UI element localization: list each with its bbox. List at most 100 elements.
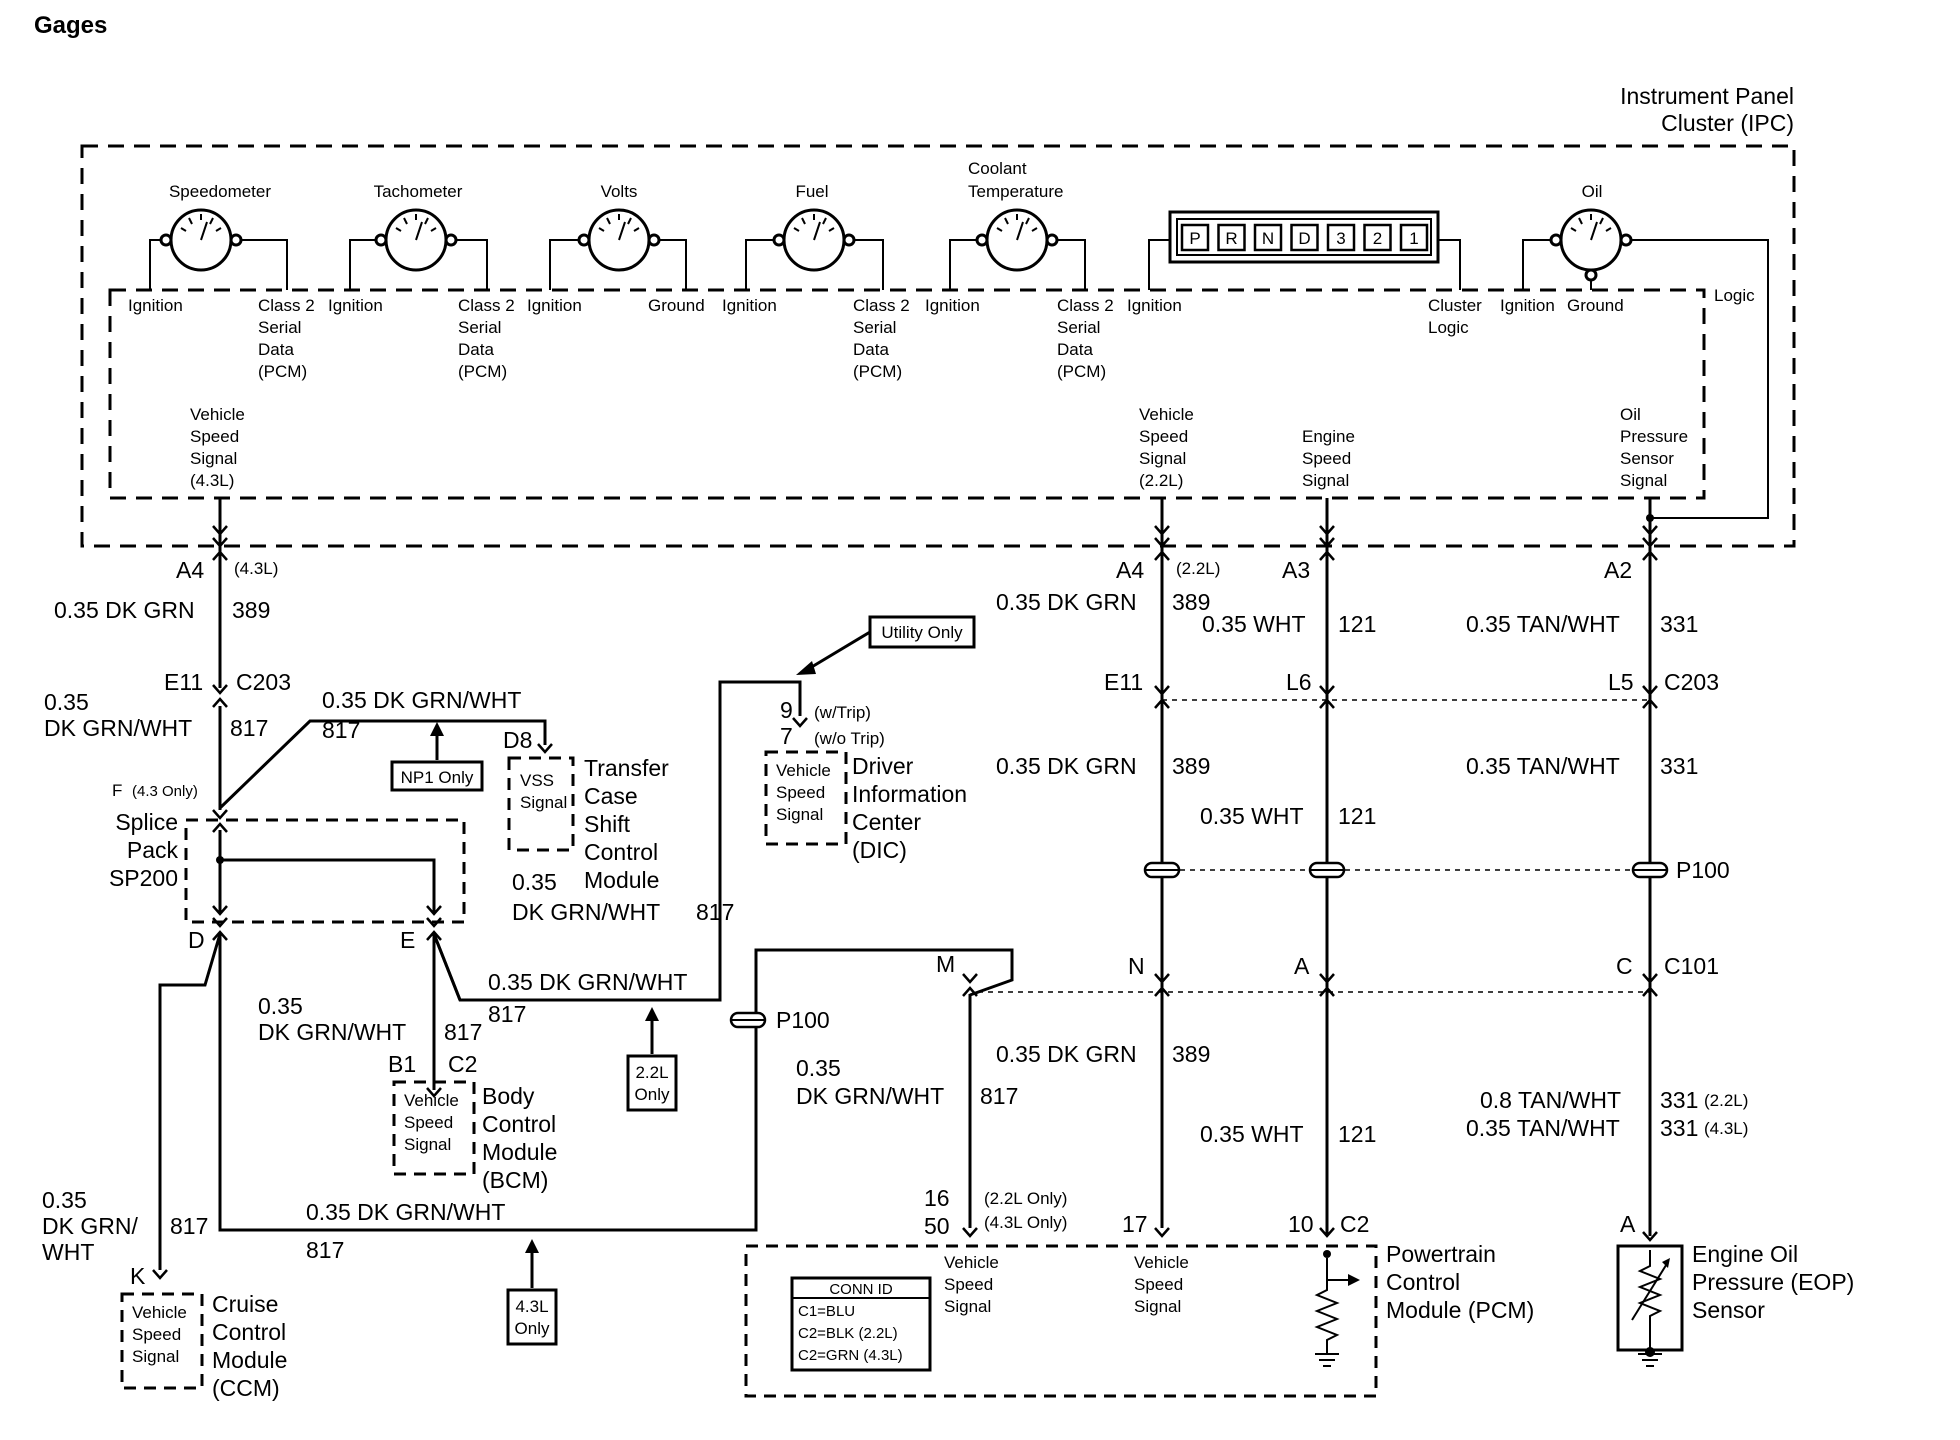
svg-text:Ignition: Ignition [722, 296, 777, 315]
svg-text:(PCM): (PCM) [258, 362, 307, 381]
svg-text:(4.3L): (4.3L) [1704, 1119, 1748, 1138]
svg-text:Pressure (EOP): Pressure (EOP) [1692, 1269, 1854, 1295]
svg-text:Ignition: Ignition [925, 296, 980, 315]
svg-text:Shift: Shift [584, 811, 631, 837]
svg-text:Speedometer: Speedometer [169, 182, 271, 201]
svg-text:331: 331 [1660, 753, 1698, 779]
svg-text:Signal: Signal [404, 1135, 451, 1154]
svg-text:0.35 DK GRN: 0.35 DK GRN [54, 597, 195, 623]
svg-text:D8: D8 [503, 727, 532, 753]
svg-text:389: 389 [1172, 1041, 1210, 1067]
svg-text:331: 331 [1660, 611, 1698, 637]
svg-text:SP200: SP200 [109, 865, 178, 891]
svg-text:WHT: WHT [42, 1239, 94, 1265]
svg-text:817: 817 [488, 1001, 526, 1027]
prndl-cell [1290, 223, 1319, 252]
svg-text:C2=GRN (4.3L): C2=GRN (4.3L) [798, 1347, 903, 1364]
svg-text:0.35: 0.35 [42, 1187, 87, 1213]
svg-text:Utility Only: Utility Only [881, 623, 963, 642]
svg-text:Control: Control [584, 839, 658, 865]
svg-text:N: N [1128, 953, 1145, 979]
svg-text:0.35: 0.35 [258, 993, 303, 1019]
svg-text:C101: C101 [1664, 953, 1719, 979]
svg-text:Class 2: Class 2 [1057, 296, 1114, 315]
svg-text:0.35 DK GRN/WHT: 0.35 DK GRN/WHT [306, 1199, 505, 1225]
svg-text:0.35 DK GRN/WHT: 0.35 DK GRN/WHT [488, 969, 687, 995]
svg-text:F: F [112, 781, 122, 800]
svg-text:C1=BLU: C1=BLU [798, 1303, 855, 1320]
prndl-letter: P [1189, 229, 1200, 248]
svg-text:817: 817 [980, 1083, 1018, 1109]
svg-text:Ignition: Ignition [527, 296, 582, 315]
svg-text:Control: Control [1386, 1269, 1460, 1295]
svg-text:Coolant: Coolant [968, 159, 1027, 178]
svg-text:817: 817 [322, 717, 360, 743]
svg-text:Only: Only [635, 1085, 670, 1104]
svg-text:Serial: Serial [1057, 318, 1100, 337]
svg-text:Module (PCM): Module (PCM) [1386, 1297, 1534, 1323]
svg-text:Module: Module [584, 867, 659, 893]
svg-text:(2.2L): (2.2L) [1139, 471, 1183, 490]
right-circuits: A4 (2.2L) A3 A2 0.35 DK GRN 389 0.35 WHT… [978, 498, 1748, 1236]
svg-text:C2: C2 [448, 1051, 477, 1077]
svg-text:Powertrain: Powertrain [1386, 1241, 1496, 1267]
svg-text:DK GRN/WHT: DK GRN/WHT [512, 899, 660, 925]
svg-text:10: 10 [1288, 1211, 1314, 1237]
svg-text:Tachometer: Tachometer [374, 182, 463, 201]
svg-text:NP1 Only: NP1 Only [401, 768, 474, 787]
svg-text:(2.2L Only): (2.2L Only) [984, 1189, 1067, 1208]
svg-text:(CCM): (CCM) [212, 1375, 280, 1401]
svg-text:DK GRN/WHT: DK GRN/WHT [796, 1083, 944, 1109]
svg-text:17: 17 [1122, 1211, 1148, 1237]
svg-text:Transfer: Transfer [584, 755, 669, 781]
prndl-cell [1217, 223, 1246, 252]
page-title: Gages [34, 12, 107, 39]
svg-text:(PCM): (PCM) [458, 362, 507, 381]
svg-text:Vehicle: Vehicle [1134, 1253, 1189, 1272]
svg-text:(w/Trip): (w/Trip) [814, 703, 871, 722]
svg-text:Speed: Speed [1302, 449, 1351, 468]
prndl-letter: N [1262, 229, 1274, 248]
svg-text:C: C [1616, 953, 1633, 979]
svg-text:0.35 WHT: 0.35 WHT [1200, 803, 1304, 829]
svg-text:817: 817 [444, 1019, 482, 1045]
svg-text:Body: Body [482, 1083, 535, 1109]
gauge-tachometer: Tachometer Ignition Class 2 Serial Data … [328, 182, 515, 381]
svg-text:Serial: Serial [853, 318, 896, 337]
svg-text:0.8 TAN/WHT: 0.8 TAN/WHT [1480, 1087, 1621, 1113]
svg-text:(4.3L): (4.3L) [190, 471, 234, 490]
svg-text:Module: Module [212, 1347, 287, 1373]
svg-text:Fuel: Fuel [795, 182, 828, 201]
svg-text:16: 16 [924, 1185, 950, 1211]
svg-text:A4: A4 [176, 557, 204, 583]
svg-text:Volts: Volts [601, 182, 638, 201]
svg-text:DK GRN/WHT: DK GRN/WHT [258, 1019, 406, 1045]
svg-text:817: 817 [306, 1237, 344, 1263]
svg-text:Sensor: Sensor [1620, 449, 1674, 468]
svg-text:Signal: Signal [132, 1347, 179, 1366]
svg-text:331: 331 [1660, 1115, 1698, 1141]
svg-text:121: 121 [1338, 1121, 1376, 1147]
svg-text:D: D [188, 927, 205, 953]
svg-text:Data: Data [853, 340, 889, 359]
svg-text:Vehicle: Vehicle [404, 1091, 459, 1110]
svg-text:Data: Data [1057, 340, 1093, 359]
svg-text:Logic: Logic [1714, 286, 1755, 305]
svg-text:Class 2: Class 2 [458, 296, 515, 315]
svg-text:L5: L5 [1608, 669, 1634, 695]
svg-text:C203: C203 [1664, 669, 1719, 695]
svg-text:389: 389 [232, 597, 270, 623]
svg-text:Speed: Speed [404, 1113, 453, 1132]
svg-text:0.35 WHT: 0.35 WHT [1200, 1121, 1304, 1147]
svg-text:L6: L6 [1286, 669, 1312, 695]
svg-text:Logic: Logic [1428, 318, 1469, 337]
svg-text:Vehicle: Vehicle [1139, 405, 1194, 424]
svg-text:Signal: Signal [1139, 449, 1186, 468]
svg-text:817: 817 [230, 715, 268, 741]
prndl-letter: R [1225, 229, 1237, 248]
svg-text:A3: A3 [1282, 557, 1310, 583]
svg-text:0.35 TAN/WHT: 0.35 TAN/WHT [1466, 1115, 1620, 1141]
svg-text:Control: Control [482, 1111, 556, 1137]
